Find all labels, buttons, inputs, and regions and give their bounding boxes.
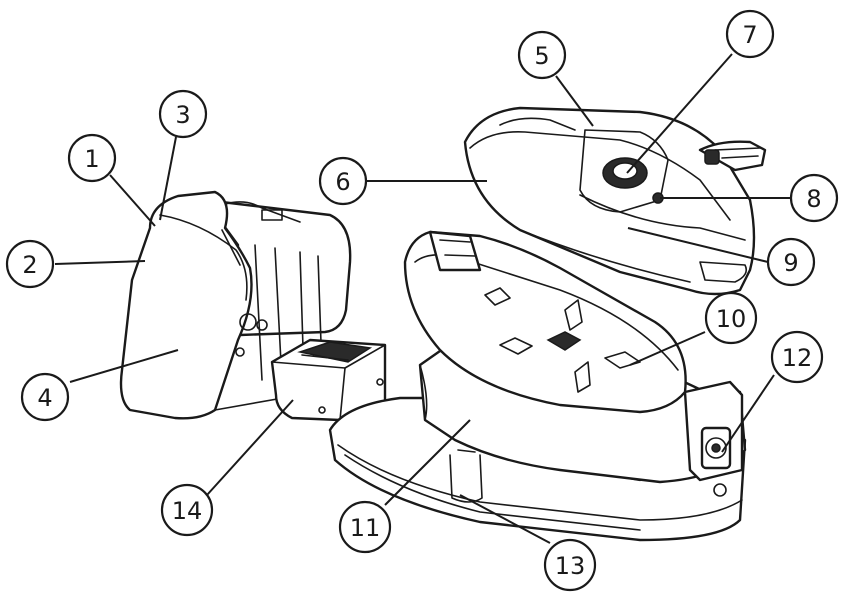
callout-2: 2	[5, 239, 55, 289]
callout-12: 12	[770, 330, 824, 384]
base-station	[328, 230, 747, 542]
callout-13: 13	[543, 538, 597, 592]
callout-label: 1	[84, 145, 99, 173]
iron	[463, 106, 767, 296]
callout-3: 3	[158, 89, 208, 139]
callout-label: 4	[37, 384, 52, 412]
iron-body	[463, 106, 756, 296]
callout-label: 5	[534, 42, 549, 70]
callout-7: 7	[725, 9, 775, 59]
callout-8: 8	[789, 173, 839, 223]
front-cover	[119, 190, 253, 420]
callout-label: 13	[555, 552, 586, 580]
callout-14: 14	[160, 483, 214, 537]
callout-label: 3	[175, 101, 190, 129]
callout-label: 8	[806, 185, 821, 213]
callout-4: 4	[20, 372, 70, 422]
callout-6: 6	[318, 156, 368, 206]
callout-label: 6	[335, 168, 350, 196]
water-tank	[270, 338, 387, 422]
callout-1: 1	[67, 133, 117, 183]
callout-label: 12	[782, 344, 813, 372]
callout-label: 10	[716, 305, 747, 333]
callout-label: 7	[742, 21, 757, 49]
callout-label: 9	[783, 249, 798, 277]
callout-11: 11	[338, 500, 392, 554]
leader-lines	[54, 53, 791, 544]
callout-10: 10	[704, 291, 758, 345]
callout-label: 2	[22, 251, 37, 279]
tank-cover-assembly	[119, 190, 352, 420]
callout-label: 14	[172, 497, 203, 525]
callout-label: 11	[350, 514, 381, 542]
callout-5: 5	[517, 30, 567, 80]
callout-9: 9	[766, 237, 816, 287]
